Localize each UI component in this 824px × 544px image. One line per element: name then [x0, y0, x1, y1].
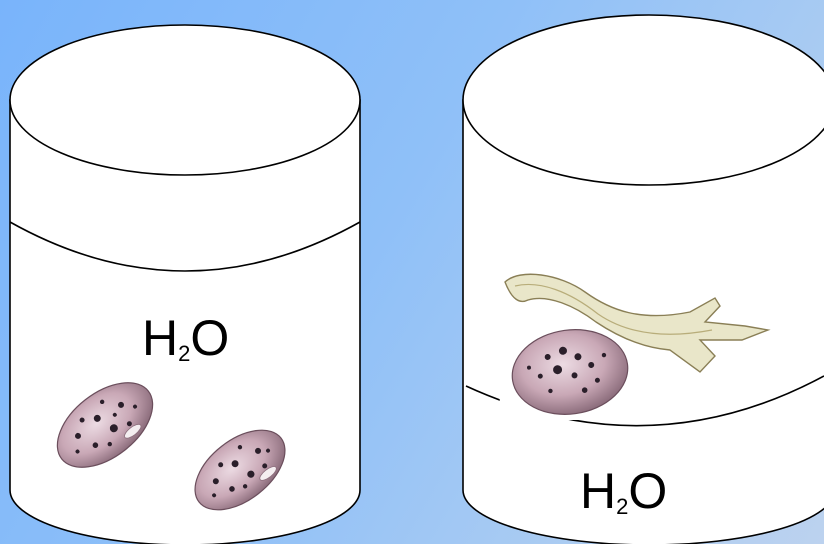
left-container-rim	[9, 24, 361, 176]
bean-seed	[194, 429, 286, 511]
left-container: H2O	[9, 24, 361, 544]
right-container-rim	[462, 14, 824, 186]
left-water-surface	[9, 221, 361, 272]
bean-seed	[56, 382, 154, 468]
germinating-seed	[498, 272, 771, 420]
right-h2o-label: H2O	[580, 463, 667, 519]
left-h2o-label: H2O	[142, 310, 229, 366]
right-container: H2O	[462, 14, 824, 544]
sprout-root	[504, 273, 771, 373]
